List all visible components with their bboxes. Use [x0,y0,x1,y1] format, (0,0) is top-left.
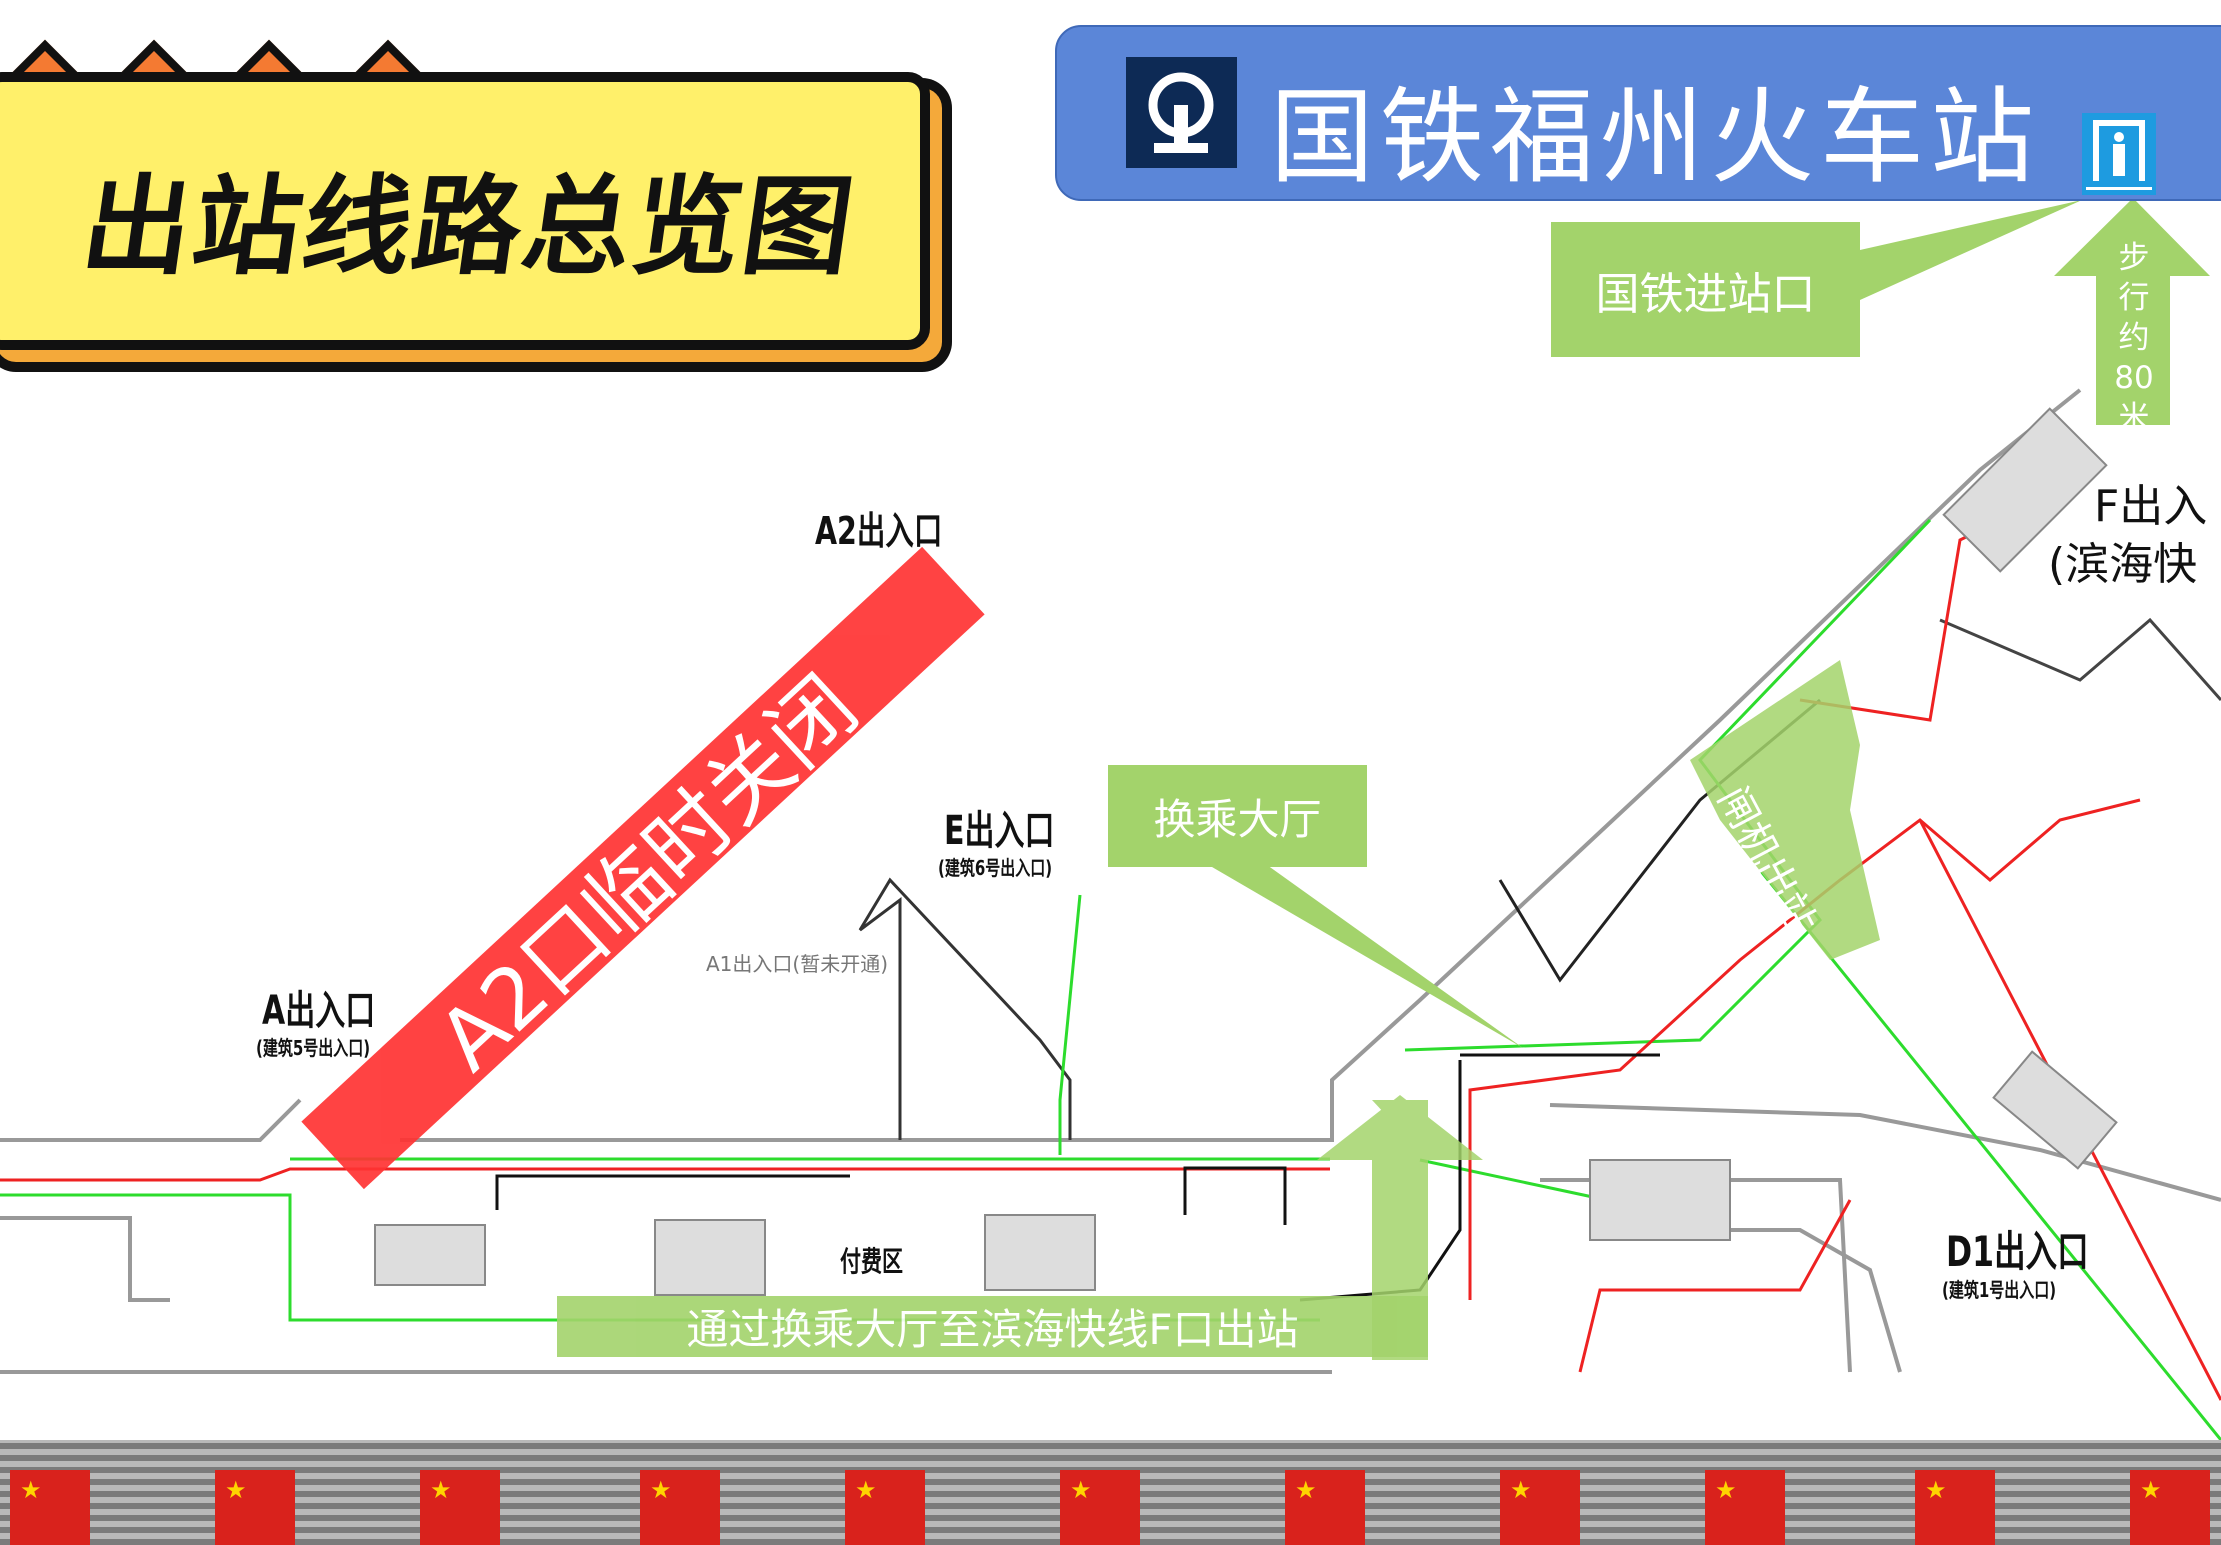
escalator [984,1214,1096,1291]
escalator [374,1224,486,1286]
flag-icon: ★ [640,1470,720,1545]
china-railway-logo-icon [1126,57,1237,168]
exit-label-a1: A1出入口(暂未开通) [706,952,889,976]
paid-area-label: 付费区 [840,1245,904,1278]
station-name: 国铁福州火车站 [1270,76,2041,198]
entrance-gate-icon [2082,113,2156,195]
flag-icon: ★ [2130,1470,2210,1545]
railway-entrance-callout: 国铁进站口 [1551,222,1860,357]
escalator [654,1219,766,1296]
station-header [1055,25,2221,201]
walk-char: 行 [2118,280,2150,316]
flag-icon: ★ [1705,1470,1785,1545]
exit-route [1758,869,2221,1441]
flag-icon: ★ [215,1470,295,1545]
escalator [1942,407,2108,573]
exit-route [1058,894,1082,1155]
exit-sublabel-f: (滨海快 [2048,539,2198,590]
exit-sublabel-e: (建筑6号出入口) [938,856,1053,880]
walk-char: 步 [2118,240,2150,276]
railway-entrance-pointer [1860,200,2082,300]
transfer-hall-pointer [1200,860,1523,1048]
escalator [1992,1050,2118,1170]
page-title: 出站线路总览图 [74,165,863,290]
flag-icon: ★ [1285,1470,1365,1545]
wall [400,388,2082,1142]
exit-label-d1: D1出入口 [1946,1227,2089,1276]
flag-icon: ★ [1060,1470,1140,1545]
flag-icon: ★ [1915,1470,1995,1545]
transfer-hall-callout: 换乘大厅 [1108,765,1367,867]
exit-sublabel-d1: (建筑1号出入口) [1942,1278,2057,1302]
flag-icon: ★ [845,1470,925,1545]
escalator [1589,1159,1731,1241]
exit-sublabel-a: (建筑5号出入口) [256,1036,371,1060]
flag-icon: ★ [420,1470,500,1545]
walk-distance-label: 步 行 约 80 米 [2108,238,2160,438]
wall [858,877,1072,1140]
barrier [495,1174,850,1210]
up-arrow [1317,1095,1483,1360]
exit-label-a2: A2出入口 [815,509,943,553]
flag-icon: ★ [1500,1470,1580,1545]
walk-char: 米 [2118,400,2150,436]
barrier [1183,1166,1287,1225]
flag-icon: ★ [10,1470,90,1545]
wall [1939,617,2221,701]
walk-arrow [2054,198,2210,425]
title-box [0,72,930,350]
wall [1600,1228,1902,1373]
entry-route [1578,1199,1852,1373]
entry-route [0,1167,1330,1182]
walk-char: 80 [2114,360,2154,396]
wall [0,1098,302,1142]
exit-label-f: F出入 [2094,481,2208,532]
wall [0,1216,170,1302]
exit-label-e: E出入口 [944,808,1055,854]
walk-char: 约 [2118,320,2150,356]
wall [1549,1103,2221,1202]
exit-label-a: A出入口 [262,988,376,1034]
route-banner: 通过换乘大厅至滨海快线F口出站 [557,1296,1428,1357]
gate-exit-arrow [1690,660,1880,960]
